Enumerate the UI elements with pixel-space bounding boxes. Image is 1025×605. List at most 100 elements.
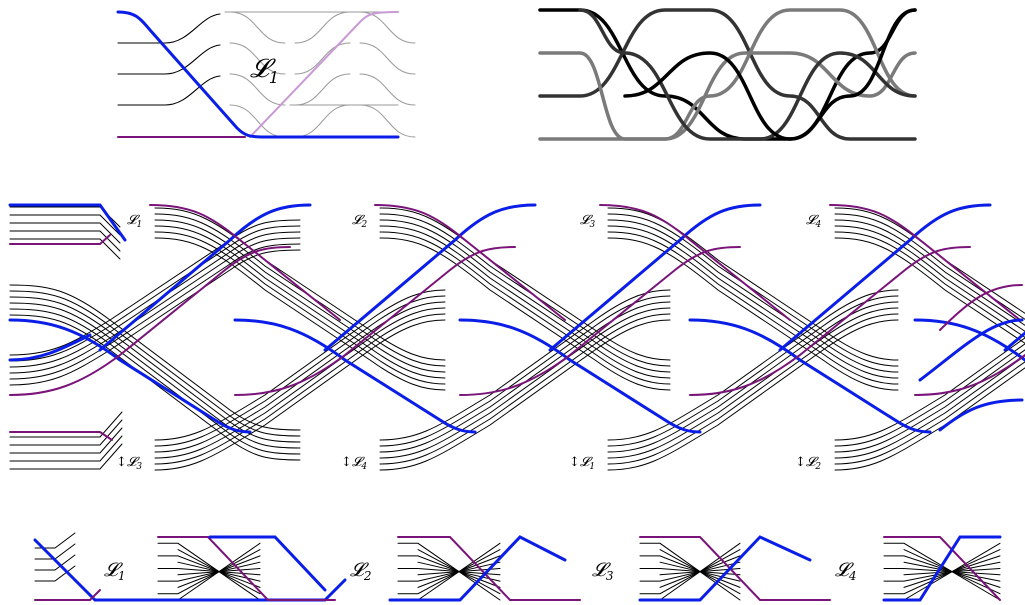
panel3-blue-strand [98, 203, 312, 352]
panel2-strand [538, 8, 917, 141]
panel3-strand [379, 295, 671, 447]
panel3-strand [834, 361, 1025, 465]
panel-bottom [33, 532, 1002, 602]
panel4-strand [157, 555, 261, 588]
panel3-strand [607, 231, 899, 385]
panel3-blue-strand [913, 318, 1025, 362]
panel3-strand [834, 231, 1025, 338]
panel1-gray-strand [294, 42, 351, 75]
panel3-strand [379, 301, 671, 453]
panel3-strand [154, 307, 446, 459]
panel3-blue-strand [323, 203, 537, 352]
panel3-blue-strand [548, 203, 762, 352]
panel1-gray-strand [359, 73, 416, 106]
panel3-strand [379, 319, 671, 471]
panel3-strand [8, 203, 127, 242]
panel3-strand [9, 435, 123, 462]
panel2-strand [578, 8, 917, 141]
panel4-strand [883, 555, 1001, 588]
panel1-gray-strand [294, 73, 351, 106]
panel3-purple-strand [9, 246, 291, 396]
panel3-strand [154, 225, 446, 379]
panel3-blue-strand [1003, 331, 1025, 352]
panel3-blue-strand [688, 318, 932, 434]
panel3-strand [607, 307, 899, 459]
panel3-strand [9, 284, 301, 431]
panel4-strand [417, 549, 501, 595]
panel3-strand [834, 337, 1025, 441]
panel3-strand [9, 222, 121, 244]
panel3-blue-strand [778, 203, 992, 352]
panel3-strand [154, 319, 446, 471]
panel3-strand [9, 427, 123, 454]
panel3-strand [607, 301, 899, 453]
panel3-strand [154, 313, 446, 465]
panel3-strand [834, 213, 1025, 320]
panel4-blue-strand [882, 535, 1002, 602]
panel3-strand [9, 443, 123, 470]
panel3-strand [9, 219, 301, 356]
panel4-purple-strand [883, 536, 1001, 601]
panel3-strand [154, 219, 446, 373]
panel1-gray-strand [359, 104, 416, 138]
panel3-strand [9, 411, 123, 438]
panel1-gray-strand [294, 104, 351, 138]
panel4-strand [397, 549, 501, 595]
panel3-purple-strand [374, 204, 566, 321]
panel3-strand [9, 243, 301, 380]
panel3-strand [607, 237, 899, 391]
panel4-strand [639, 555, 741, 588]
panel3-strand [154, 301, 446, 453]
bottom-label-1: 𝓛1 [104, 559, 125, 583]
panel3-strand [379, 213, 671, 367]
panel3-strand [379, 225, 671, 379]
panel1-gray-strand [229, 42, 286, 75]
panel3-strand [607, 213, 899, 367]
panel3-strand [9, 419, 123, 446]
panel4-strand [397, 542, 501, 601]
panel1-black-strand [117, 13, 221, 44]
panel2-strand [538, 8, 917, 141]
panel3-strand [9, 431, 113, 441]
panel3-blue-strand [918, 318, 1024, 382]
panel4-strand [883, 561, 1001, 582]
panel3-strand [9, 238, 121, 260]
panel3-strand [379, 237, 671, 391]
panel3-strand [9, 230, 121, 252]
panel4-strand [34, 565, 76, 582]
panel3-strand [607, 319, 899, 471]
panel4-strand [34, 554, 76, 571]
panel1-black-strand [117, 44, 221, 75]
panel3-strand [379, 307, 671, 459]
panel-top-left [116, 10, 416, 139]
panel2-strand [623, 8, 917, 141]
panel3-strand [834, 355, 1025, 459]
middle-top-label-4: 𝓛4 [806, 213, 821, 230]
panel3-strand [154, 237, 446, 391]
bottom-label-3: 𝓛3 [592, 559, 614, 583]
middle-bottom-label-1: ↕𝓛3 [116, 455, 142, 472]
panel3-strand [607, 225, 899, 379]
panel3-strand [9, 290, 301, 437]
panel3-strand [607, 207, 899, 361]
panel3-strand [607, 313, 899, 465]
middle-top-label-2: 𝓛2 [352, 213, 367, 230]
panel3-strand [154, 295, 446, 447]
panel4-strand [177, 549, 261, 595]
panel3-purple-strand [599, 204, 791, 321]
panel3-purple-strand [829, 204, 1021, 321]
panel1-gray-strand [229, 11, 286, 44]
panel3-strand [379, 313, 671, 465]
panel3-strand [9, 314, 301, 461]
panel3-blue-strand [938, 398, 1024, 432]
panel4-strand [397, 561, 501, 582]
panel3-strand [9, 234, 111, 245]
panel3-strand [607, 219, 899, 373]
panel3-strand [379, 219, 671, 373]
panel4-strand [639, 561, 741, 582]
panel4-strand [157, 561, 261, 582]
panel3-strand [9, 231, 301, 368]
panel3-strand [834, 343, 1025, 447]
panel3-blue-strand [8, 318, 252, 434]
